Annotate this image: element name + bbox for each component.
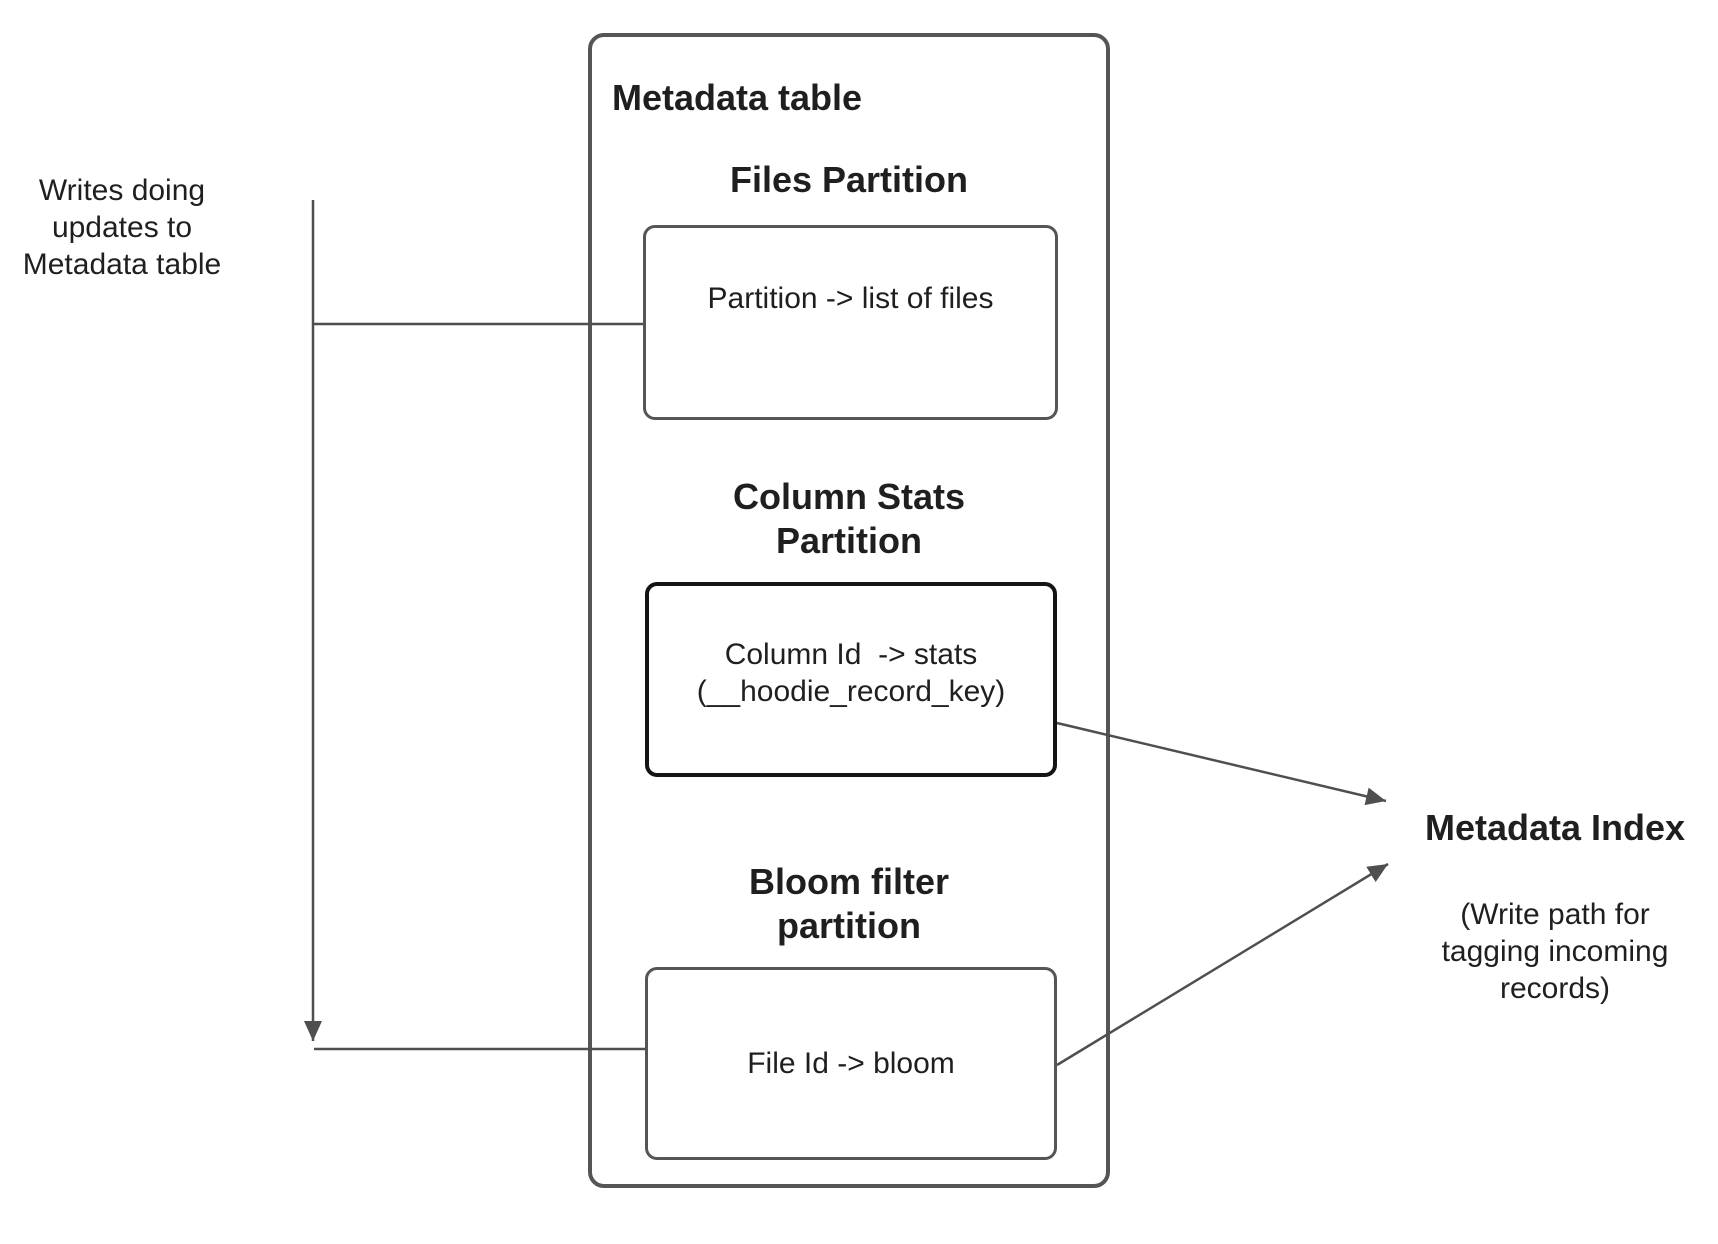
files-partition-heading: Files Partition bbox=[729, 159, 969, 200]
writes-note: Writes doing updates to Metadata table bbox=[22, 174, 222, 281]
arrow-bloom-to-metadata-index-icon bbox=[1056, 862, 1389, 1067]
bloom-filter-partition-heading: Bloom filter partition bbox=[748, 861, 949, 946]
files-partition-box: Partition -> list of files bbox=[643, 225, 1058, 420]
metadata-table-title: Metadata table bbox=[612, 77, 863, 118]
column-stats-box-text-line2: (__hoodie_record_key) bbox=[696, 674, 1006, 708]
bloom-filter-partition-box: File Id -> bloom bbox=[645, 967, 1057, 1160]
metadata-index-subtitle: (Write path for tagging incoming records… bbox=[1441, 898, 1669, 1005]
column-stats-partition-box: Column Id -> stats (__hoodie_record_key) bbox=[645, 582, 1057, 777]
metadata-index-title: Metadata Index bbox=[1424, 807, 1686, 848]
column-stats-box-text-line1: Column Id -> stats bbox=[724, 637, 978, 671]
arrow-stats-to-metadata-index-icon bbox=[1056, 721, 1387, 806]
files-partition-box-text: Partition -> list of files bbox=[707, 282, 994, 315]
column-stats-partition-heading: Column Stats Partition bbox=[732, 476, 965, 561]
bloom-filter-box-text: File Id -> bloom bbox=[747, 1047, 955, 1080]
